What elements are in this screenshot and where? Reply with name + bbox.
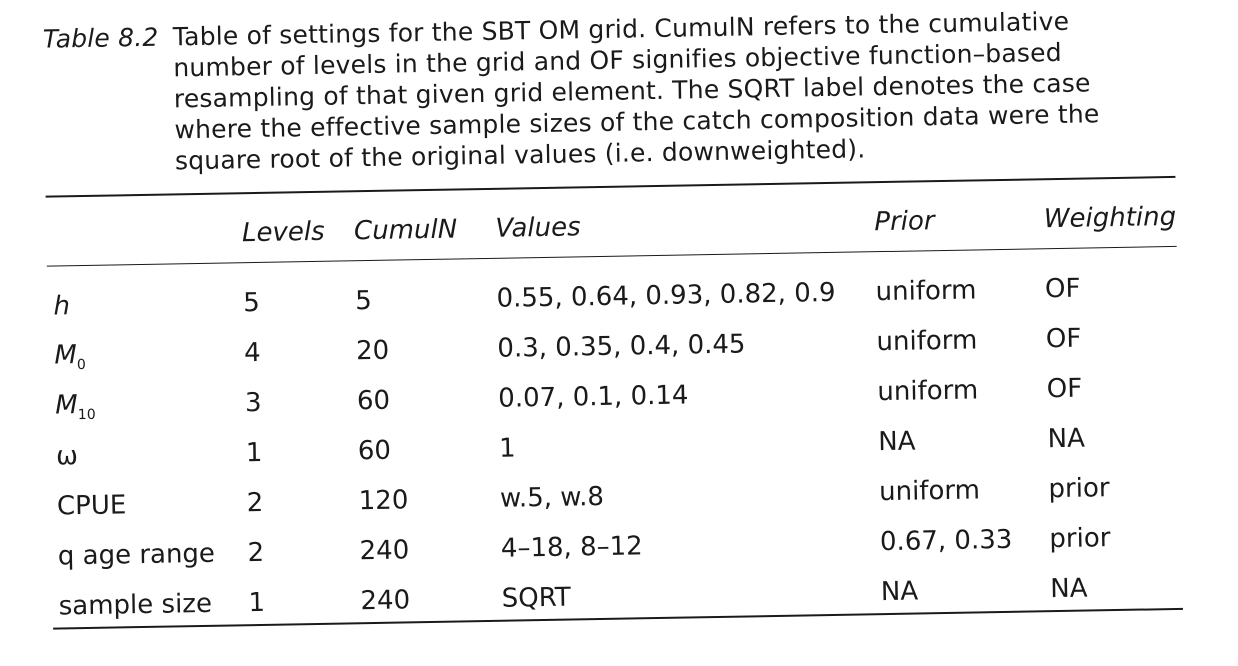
- cell-levels: 2: [247, 537, 265, 569]
- row-label: h: [47, 264, 238, 331]
- row-label: sample size: [58, 588, 213, 622]
- header-cumuln: CumulN: [353, 214, 458, 247]
- table-caption: Table 8.2 Table of settings for the SBT …: [43, 4, 1176, 179]
- cell-weighting: NA: [1047, 423, 1086, 455]
- cell-weighting: prior: [1048, 473, 1110, 505]
- row-label-subscript: 0: [76, 356, 87, 373]
- cell-values: 0.3, 0.35, 0.4, 0.45: [497, 329, 746, 364]
- header-values: Values: [495, 212, 581, 244]
- row-label: M0: [48, 328, 239, 381]
- cell-values: 1: [498, 433, 516, 464]
- caption-text: Table of settings for the SBT OM grid. C…: [172, 6, 1100, 176]
- cell-weighting: OF: [1046, 373, 1083, 405]
- cell-cumuln: 240: [359, 535, 410, 567]
- cell-weighting: prior: [1049, 523, 1111, 555]
- cell-values: SQRT: [501, 582, 572, 614]
- cell-cumuln: 240: [360, 585, 411, 617]
- cell-levels: 3: [244, 387, 262, 419]
- cell-levels: 4: [243, 337, 261, 369]
- cell-cumuln: 60: [357, 435, 392, 467]
- row-label: q age range: [57, 538, 216, 572]
- row-label-symbol: M: [54, 389, 78, 421]
- row-label-symbol: h: [53, 291, 71, 322]
- cell-levels: 2: [246, 487, 264, 519]
- cell-prior: uniform: [875, 275, 977, 308]
- caption-label: Table 8.2: [42, 22, 159, 54]
- row-label: CPUE: [56, 490, 127, 522]
- cell-prior: uniform: [877, 375, 979, 408]
- row-label: ω: [55, 441, 79, 472]
- header-prior: Prior: [874, 206, 935, 238]
- cell-prior: 0.67, 0.33: [879, 524, 1013, 558]
- header-weighting: Weighting: [1043, 201, 1177, 235]
- cell-values: w.5, w.8: [499, 481, 605, 514]
- cell-prior: NA: [877, 426, 916, 458]
- cell-values: 0.07, 0.1, 0.14: [498, 380, 689, 414]
- cell-cumuln: 20: [355, 335, 390, 367]
- cell-weighting: OF: [1044, 273, 1081, 305]
- header-levels: Levels: [241, 216, 325, 249]
- cell-values: 4–18, 8–12: [500, 531, 643, 564]
- header-row-label: [46, 202, 237, 267]
- cell-cumuln: 120: [358, 485, 409, 517]
- cell-cumuln: 60: [356, 385, 391, 417]
- row-label-symbol: M: [54, 339, 78, 371]
- settings-table: Levels CumulN Values Prior Weighting h 5…: [46, 186, 1183, 632]
- cell-weighting: NA: [1050, 573, 1088, 605]
- cell-values: 0.55, 0.64, 0.93, 0.82, 0.9: [496, 277, 836, 314]
- cell-prior: NA: [880, 576, 919, 608]
- cell-levels: 1: [245, 437, 263, 469]
- cell-prior: uniform: [876, 325, 978, 358]
- cell-weighting: OF: [1045, 323, 1082, 355]
- cell-levels: 1: [248, 587, 266, 619]
- cell-levels: 5: [242, 287, 261, 319]
- cell-cumuln: 5: [354, 285, 373, 317]
- row-label: M10: [49, 378, 240, 431]
- row-label-subscript: 10: [77, 406, 96, 423]
- cell-prior: uniform: [878, 475, 981, 508]
